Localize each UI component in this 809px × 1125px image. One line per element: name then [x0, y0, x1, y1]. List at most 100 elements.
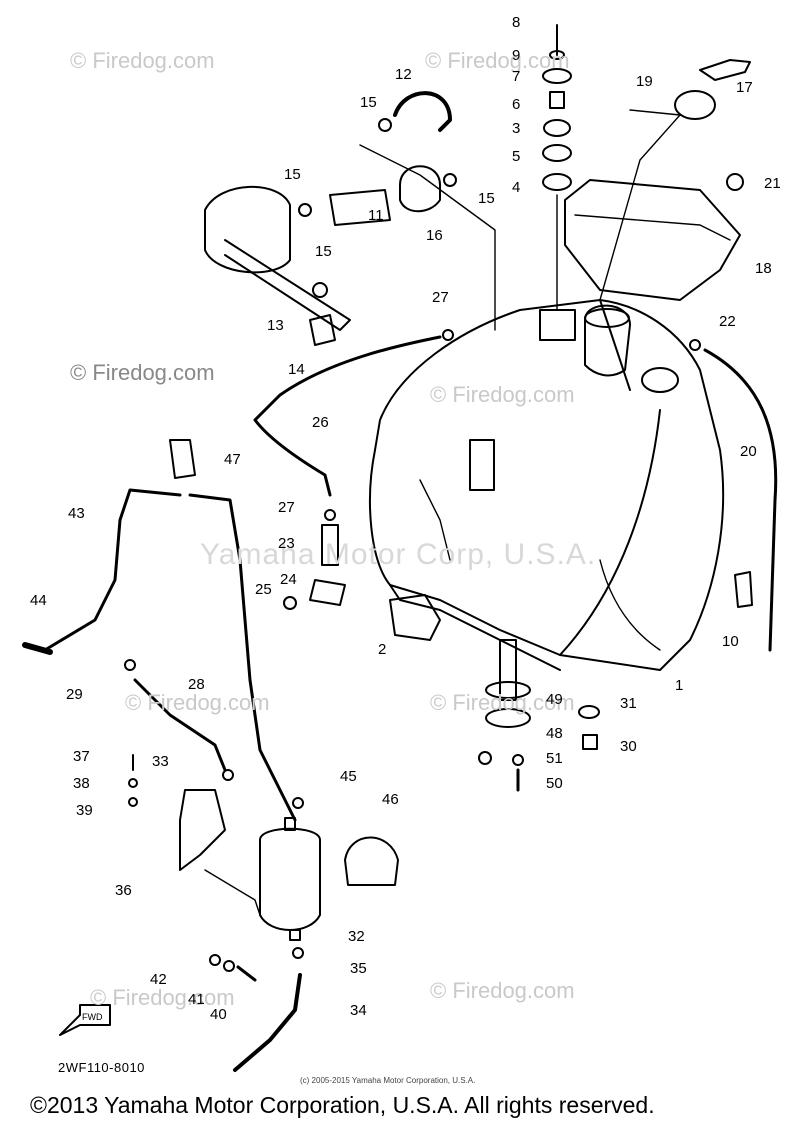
- clip-35: [292, 947, 304, 959]
- small-copyright: (c) 2005-2015 Yamaha Motor Corporation, …: [300, 1076, 476, 1085]
- callout-37: 37: [73, 748, 90, 765]
- callout-47: 47: [224, 451, 241, 468]
- pump-inlet: [284, 817, 296, 831]
- tank-rib: [419, 479, 451, 561]
- washer-38: [128, 778, 138, 788]
- damper-4: [542, 173, 572, 191]
- watermark: © Firedog.com: [430, 382, 575, 407]
- cover-46: [344, 836, 399, 886]
- pump-outlet: [289, 929, 301, 941]
- tank-bottom-edge: [389, 584, 561, 671]
- callout-23: 23: [278, 535, 295, 552]
- tray-inner-edge: [574, 214, 731, 241]
- fuel-filter-11: [329, 189, 391, 226]
- tank-hatch: [599, 559, 661, 651]
- hose-45-line: [188, 493, 297, 822]
- pump-bracket-13: [224, 239, 351, 331]
- callout-15-c: 15: [315, 243, 332, 260]
- callout-40: 40: [210, 1006, 227, 1023]
- callout-15-d: 15: [478, 190, 495, 207]
- watermark: © Firedog.com: [70, 48, 215, 73]
- callout-13: 13: [267, 317, 284, 334]
- callout-26: 26: [312, 414, 329, 431]
- fuel-cock-23: [321, 524, 339, 566]
- bracket-24: [309, 579, 346, 606]
- hose-28: [133, 678, 227, 772]
- callout-10: 10: [722, 633, 739, 650]
- washer-31: [578, 705, 600, 719]
- watermark: © Firedog.com: [430, 690, 575, 715]
- filler-neck: [584, 304, 631, 377]
- callout-20: 20: [740, 443, 757, 460]
- callout-42: 42: [150, 971, 167, 988]
- tank-edge-line: [559, 409, 661, 656]
- callout-43: 43: [68, 505, 85, 522]
- forward-arrow-label: FWD: [82, 1012, 103, 1022]
- bolt-40: [236, 965, 257, 982]
- callout-45: 45: [340, 768, 357, 785]
- collar-6: [549, 91, 565, 109]
- callout-36: 36: [115, 882, 132, 899]
- callout-32: 32: [348, 928, 365, 945]
- callout-11: 11: [368, 207, 384, 224]
- rod-19: [599, 109, 681, 301]
- clamp-47: [169, 439, 196, 479]
- callout-3: 3: [512, 120, 521, 137]
- callout-28: 28: [188, 676, 205, 693]
- callout-27-upper: 27: [432, 289, 449, 306]
- cap-key: [699, 59, 751, 81]
- callout-24: 24: [280, 571, 297, 588]
- fuel-pump-32: [259, 827, 321, 931]
- clip-22: [689, 339, 701, 351]
- hose-34: [233, 973, 302, 1072]
- callout-8: 8: [512, 14, 521, 31]
- callout-22: 22: [719, 313, 736, 330]
- footer-copyright: ©2013 Yamaha Motor Corporation, U.S.A. A…: [30, 1092, 655, 1118]
- callout-49: 49: [546, 691, 563, 708]
- watermark: © Firedog.com: [425, 48, 570, 73]
- damper-2: [389, 594, 441, 641]
- washer-7: [542, 68, 572, 84]
- callout-6: 6: [512, 96, 521, 113]
- callout-5: 5: [512, 148, 521, 165]
- callout-16: 16: [426, 227, 443, 244]
- diagram-code: 2WF110-8010: [58, 1060, 145, 1075]
- bracket-36: [179, 789, 226, 871]
- hose-12: [393, 91, 452, 132]
- damper-3: [543, 119, 571, 137]
- callout-35: 35: [350, 960, 367, 977]
- gasket-49: [485, 681, 531, 699]
- hose-20: [703, 348, 778, 652]
- screw-25: [283, 596, 297, 610]
- callout-18: 18: [755, 260, 772, 277]
- bracket-14: [309, 314, 336, 346]
- callout-41: 41: [188, 991, 205, 1008]
- forward-arrow: [59, 1004, 111, 1036]
- callout-44: 44: [30, 592, 47, 609]
- fuel-tank: [369, 299, 725, 671]
- plate-48: [485, 708, 531, 728]
- callout-12: 12: [395, 66, 412, 83]
- clip-15-b: [298, 203, 312, 217]
- callout-1: 1: [675, 677, 684, 694]
- clip-27-lower: [324, 509, 336, 521]
- callout-30: 30: [620, 738, 637, 755]
- callout-25: 25: [255, 581, 272, 598]
- callout-19: 19: [636, 73, 653, 90]
- callout-7: 7: [512, 68, 521, 85]
- callout-46: 46: [382, 791, 399, 808]
- callout-14: 14: [288, 361, 305, 378]
- clip-15-a: [378, 118, 392, 132]
- washer-41: [223, 960, 235, 972]
- nut-42: [209, 954, 221, 966]
- washer-9: [549, 50, 565, 60]
- washer-51: [512, 754, 524, 766]
- callout-4: 4: [512, 179, 521, 196]
- callout-29: 29: [66, 686, 83, 703]
- fuel-cap: [674, 90, 716, 120]
- watermark: © Firedog.com: [90, 985, 235, 1010]
- center-watermark: Yamaha Motor Corp, U.S.A.: [200, 538, 597, 571]
- callout-15-b: 15: [284, 166, 301, 183]
- tank-mount-boss: [539, 309, 576, 341]
